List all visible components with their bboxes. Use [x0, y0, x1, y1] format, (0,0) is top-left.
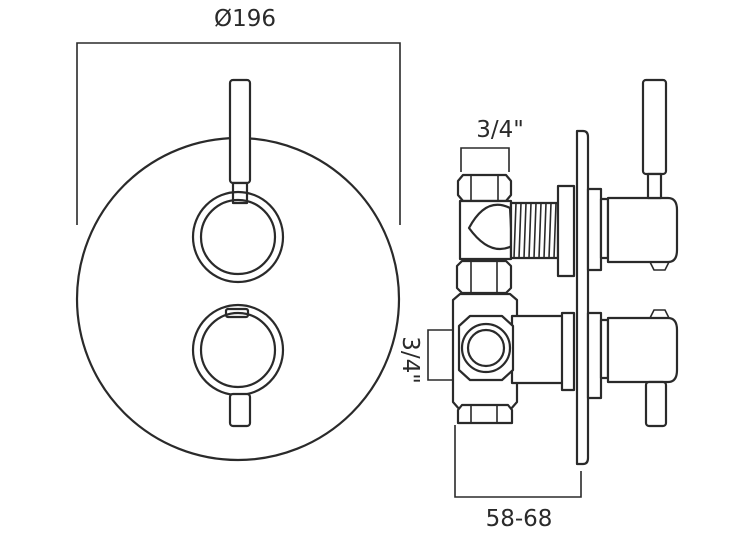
lower-knob-inner — [199, 311, 277, 389]
lower-plate-seal — [586, 311, 603, 400]
bottom-hex-nut — [456, 403, 514, 425]
diameter-dimension-line — [76, 42, 401, 225]
depth-dimension-line — [454, 425, 582, 498]
upper-lever — [228, 78, 252, 185]
top-hex-nut — [456, 173, 513, 203]
inlet-top-dimension-line — [460, 147, 510, 172]
lower-knob-side — [599, 309, 679, 428]
inlet-top-label: 3/4" — [476, 117, 524, 143]
middle-hex-nut — [455, 259, 513, 295]
side-view: 3/4" — [397, 78, 679, 532]
threaded-stem — [509, 201, 560, 260]
top-valve-body — [458, 199, 513, 261]
lower-lever — [228, 392, 252, 428]
upper-control-handle — [191, 78, 285, 284]
inlet-side-label: 3/4" — [397, 336, 423, 384]
front-view: Ø196 — [75, 6, 401, 462]
upper-knob-inner — [199, 198, 277, 276]
upper-plate-seal — [586, 187, 603, 272]
lower-mixing-block — [510, 314, 567, 385]
cover-plate-edge — [575, 129, 590, 466]
diameter-label: Ø196 — [214, 6, 276, 32]
upper-knob-side — [599, 78, 679, 271]
depth-label: 58-68 — [486, 506, 553, 532]
lower-control-handle — [191, 303, 285, 428]
lower-flange — [560, 311, 576, 392]
upper-flange — [556, 184, 576, 278]
inlet-side-dimension-line — [427, 329, 453, 381]
upper-knob-outer — [191, 190, 285, 284]
side-inlet-fitting — [457, 314, 515, 382]
lower-knob-outer — [191, 303, 285, 397]
